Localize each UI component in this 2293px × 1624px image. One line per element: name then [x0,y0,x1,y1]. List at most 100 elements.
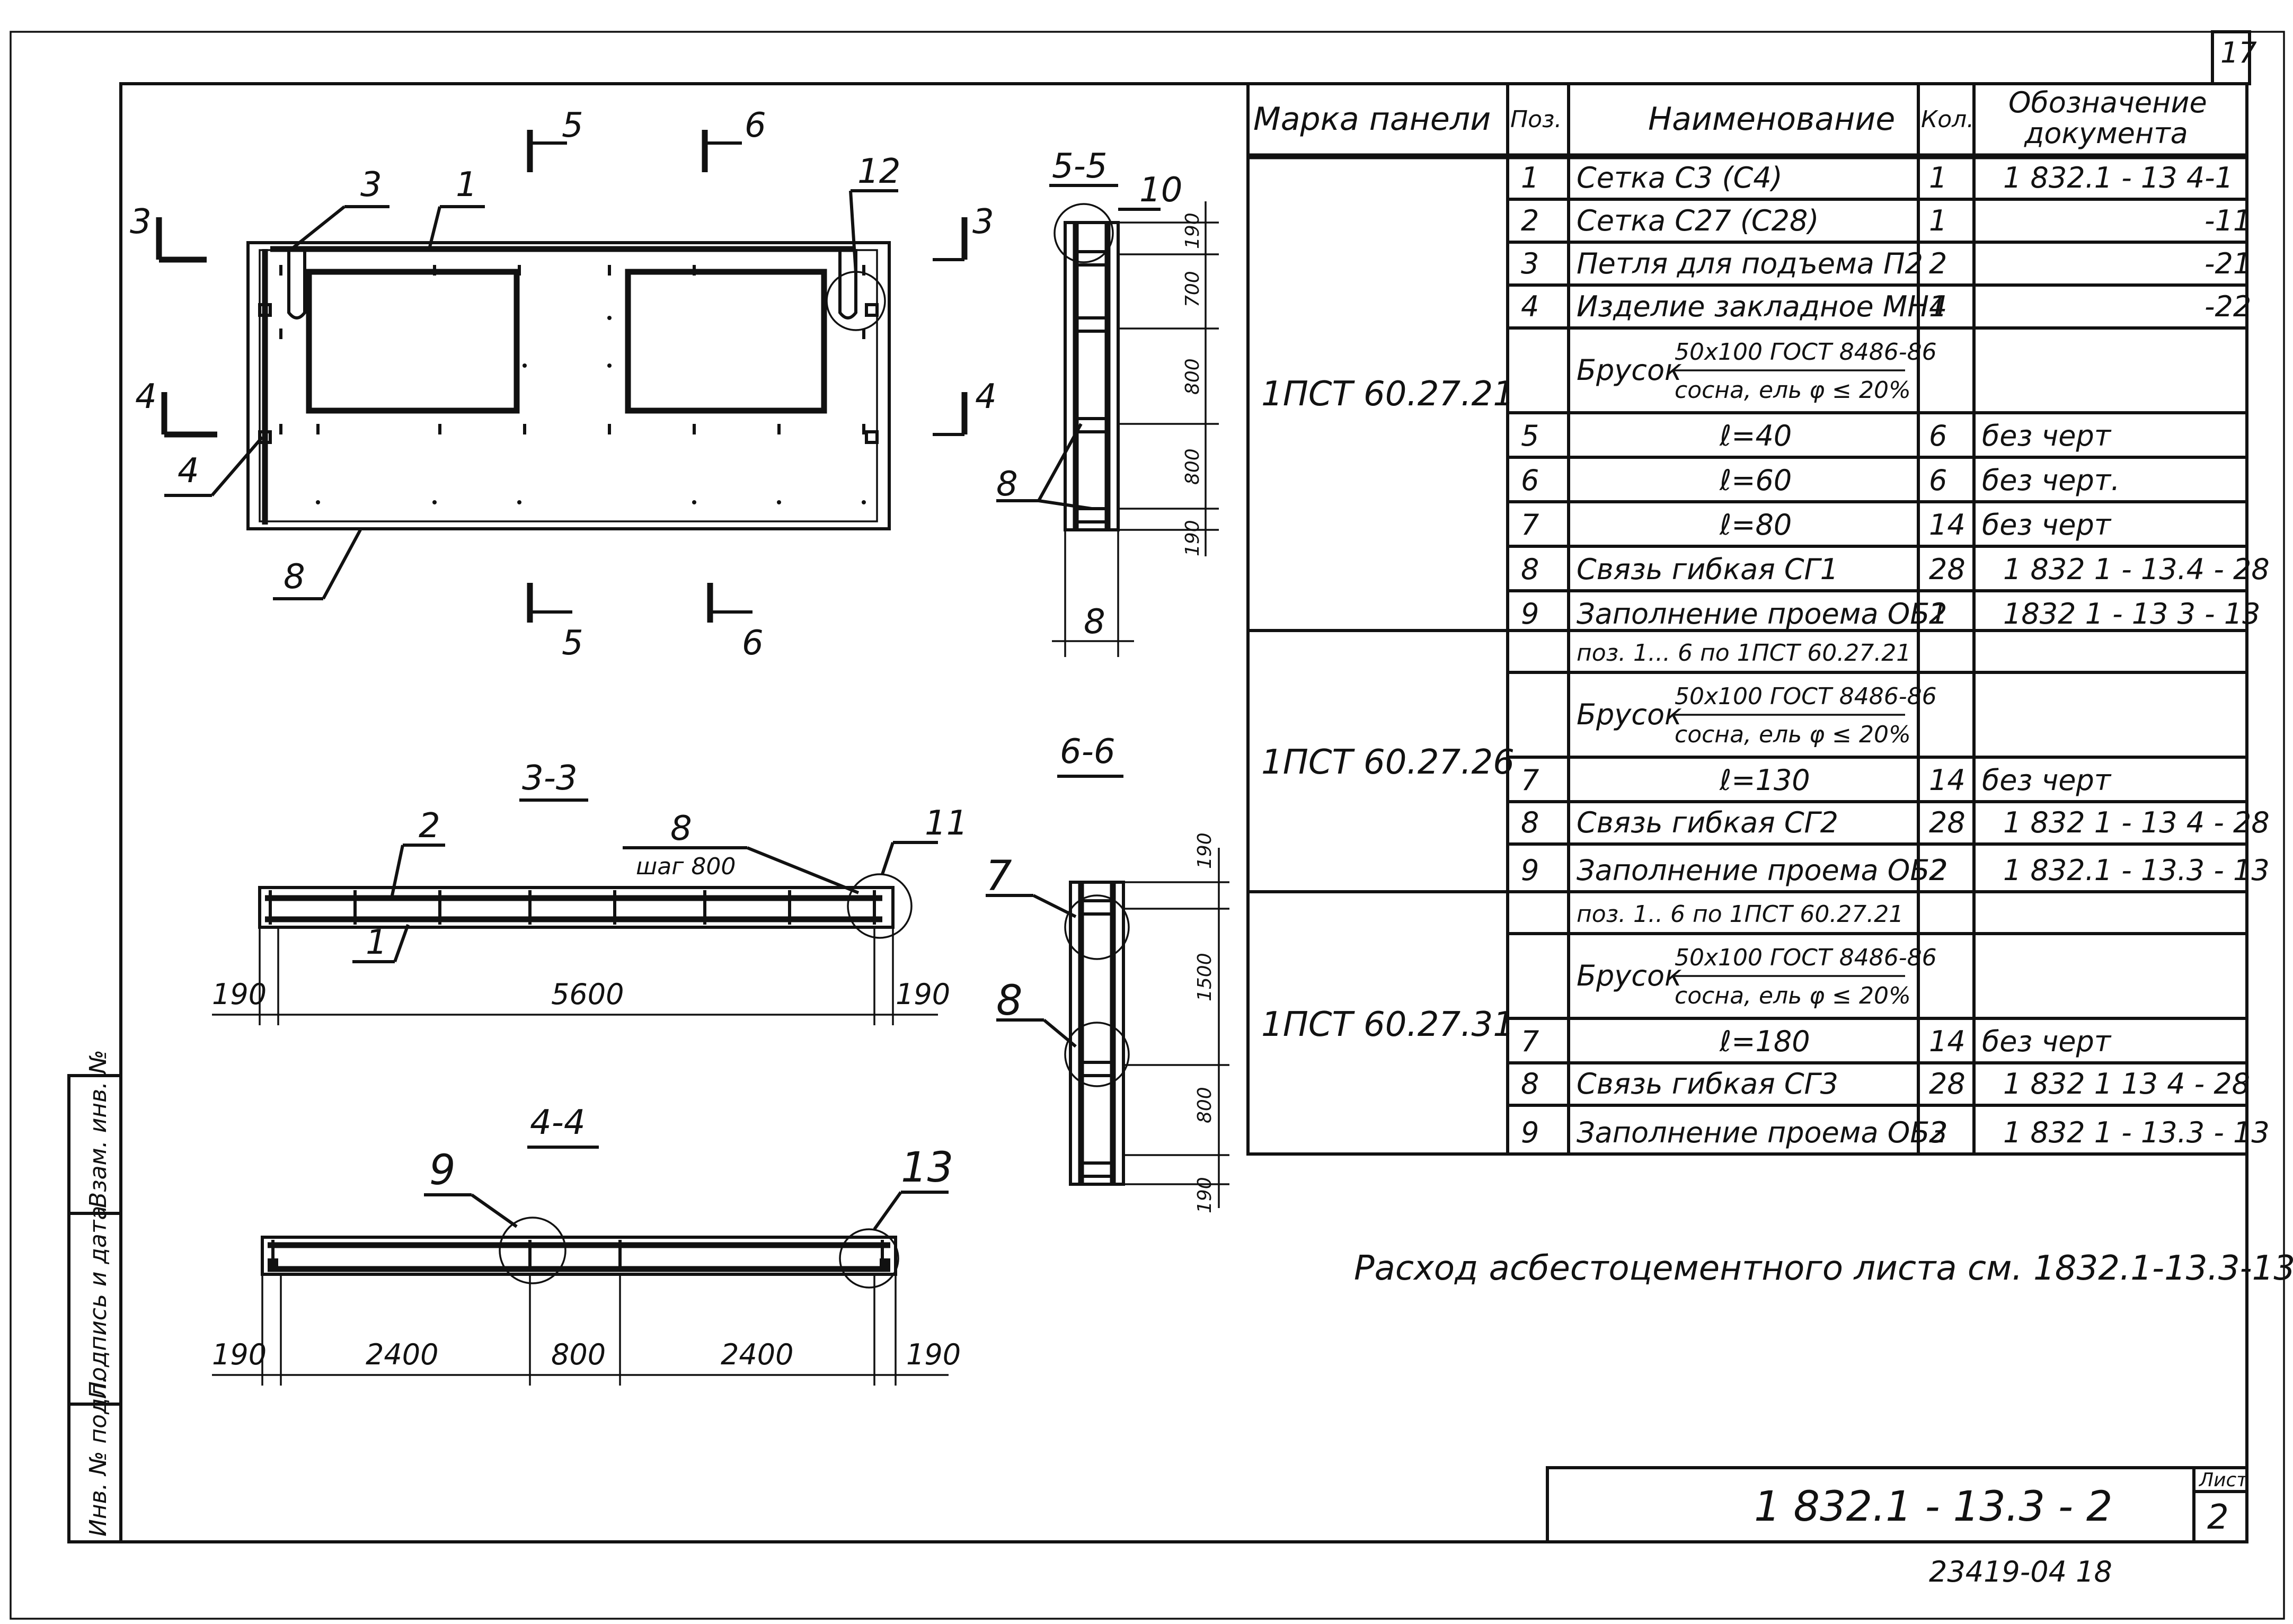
corner-sheet-number: 17 [2220,36,2257,69]
header-qty: Кол. [1921,106,1974,133]
section-3-3-callout-1: 1 [366,923,387,962]
dim-5-5-700: 700 [1182,271,1203,307]
spec-cell-pos: 7 [1521,508,1539,542]
spec-cell-pos: 4 [1521,290,1539,323]
spec-table-grid [1246,82,2248,1156]
section-mark-6-bottom: 6 [742,624,764,663]
section-3-3-callout-8: 8 [670,809,692,848]
section-mark-5-bottom: 5 [562,624,583,663]
spec-cell-pos: 1 [1521,161,1539,194]
callout-3: 3 [360,165,382,205]
title-block-sheet-label: Лист [2198,1469,2248,1491]
spec-cell-pos: 9 [1521,1116,1539,1149]
dim-4-4-2400-left: 2400 [366,1338,438,1371]
detail-circle-13 [839,1228,899,1289]
section-6-6-title: 6-6 [1060,732,1115,771]
spec-cell-name-bottom: сосна, ель φ ≤ 20% [1675,377,1911,404]
group-mark-3: 1ПСТ 60.27.31 [1261,1005,1515,1044]
spec-cell-qty: 6 [1929,464,1947,497]
spec-cell-doc: без черт. [1982,464,2120,497]
callout-8: 8 [284,557,305,597]
section-4-4-title: 4-4 [530,1103,586,1142]
dim-6-6-190-bottom: 190 [1194,1177,1216,1213]
spec-cell-pos: 9 [1521,854,1539,887]
spec-table-row-lines [1508,198,2247,1107]
dim-5-5-800-b: 800 [1182,448,1203,485]
spec-cell-qty: 2 [1929,597,1947,631]
dim-4-4-190-left: 190 [212,1338,267,1371]
spec-cell-name-prefix: Брусок [1577,698,1682,731]
header-mark: Марка панели [1253,101,1491,138]
spec-cell-qty: 4 [1929,290,1947,323]
spec-cell-doc: -21 [2205,247,2251,280]
spec-cell-qty: 14 [1929,508,1966,542]
group-mark-1: 1ПСТ 60.27.21 [1261,375,1515,414]
dim-6-6-190-top: 190 [1194,832,1216,869]
spec-cell-qty: 1 [1929,204,1947,237]
spec-cell-name: Сетка С3 (С4) [1577,161,1783,194]
dim-5-5-190-bottom: 190 [1182,520,1203,556]
spec-cell-qty: 28 [1929,553,1966,586]
spec-cell-name: Петля для подъема П2 [1577,247,1923,280]
header-pos: Поз. [1510,106,1562,133]
spec-cell-pos: 8 [1521,806,1539,839]
spec-cell-qty: 1 [1929,161,1947,194]
dim-3-3-5600: 5600 [551,978,624,1011]
spec-cell-pos: 9 [1521,597,1539,631]
spec-cell-qty: 28 [1929,1067,1966,1101]
header-name: Наименование [1648,101,1895,138]
title-block-code: 1 832.1 - 13.3 - 2 [1754,1483,2112,1531]
section-3-3-title: 3-3 [522,759,578,798]
title-block: 1 832.1 - 13.3 - 2 Лист 2 [1546,1466,2248,1543]
header-doc-line1: Обозначение [2008,86,2207,119]
spec-cell-doc: 1 832 1 - 13 4 - 28 [2003,806,2270,839]
spec-cell-pos: 8 [1521,553,1539,586]
title-block-sheet-number: 2 [2207,1498,2229,1537]
spec-cell-qty: 2 [1929,247,1947,280]
spec-cell-pos: 5 [1521,419,1539,452]
elevation-section-marks: 5 6 5 6 3 3 4 4 [130,106,997,663]
spec-cell-pos: 7 [1521,1025,1539,1058]
spec-cell-doc: 1 832 1 13 4 - 28 [2003,1067,2250,1101]
section-mark-4-left: 4 [135,377,157,416]
section-mark-5-top: 5 [562,106,583,145]
dim-4-4-2400-right: 2400 [721,1338,793,1371]
detail-circle-8 [1064,1022,1130,1087]
spec-cell-name: Заполнение проема ОБ2 [1577,854,1948,887]
group-mark-2: 1ПСТ 60.27.26 [1261,743,1515,782]
spec-cell-pos: 6 [1521,464,1539,497]
spec-cell-qty: 6 [1929,419,1947,452]
dim-6-6-800: 800 [1194,1087,1216,1123]
spec-cell-name: Заполнение проема ОБ1 [1577,597,1948,631]
section-5-5: 5-5 190 700 800 800 190 8 10 [996,147,1219,657]
stamp-number: 23419-04 18 [1929,1555,2112,1588]
spec-cell-name: ℓ=180 [1719,1025,1810,1058]
section-3-3-callout-11: 11 [925,804,968,843]
spec-cell-name: Связь гибкая СГ3 [1577,1067,1838,1101]
dim-4-4-800: 800 [551,1338,606,1371]
section-4-4-callout-9: 9 [429,1147,456,1194]
spec-cell-doc: без черт [1982,764,2112,797]
spec-cell-qty: 2 [1929,854,1947,887]
spec-cell-doc: 1 832 1 - 13.3 - 13 [2003,1116,2270,1149]
elevation-callouts: 3 1 12 4 8 [164,152,900,600]
outer-border [10,31,2285,1620]
dim-3-3-190-left: 190 [212,978,267,1011]
section-mark-6-top: 6 [745,106,766,145]
panel-elevation [246,241,891,530]
spec-cell-name-prefix: Брусок [1577,959,1682,992]
spec-cell-name-bottom: сосна, ель φ ≤ 20% [1675,982,1911,1009]
section-5-5-callout-10: 10 [1139,171,1182,210]
detail-circle-10 [1053,203,1114,263]
spec-cell-name-bottom: сосна, ель φ ≤ 20% [1675,721,1911,748]
spec-cell-doc: без черт [1982,1025,2112,1058]
section-mark-3-right: 3 [972,202,994,242]
spec-cell-pos: 3 [1521,247,1539,280]
detail-circle-11 [847,873,913,939]
section-5-5-title: 5-5 [1052,147,1108,186]
section-3-3-callout-2: 2 [419,806,440,846]
section-4-4: 4-4 190 2400 800 2400 190 9 13 [212,1103,961,1386]
spec-cell-name: поз. 1.. 6 по 1ПСТ 60.27.21 [1577,901,1904,928]
section-5-5-callout-8: 8 [996,465,1018,504]
